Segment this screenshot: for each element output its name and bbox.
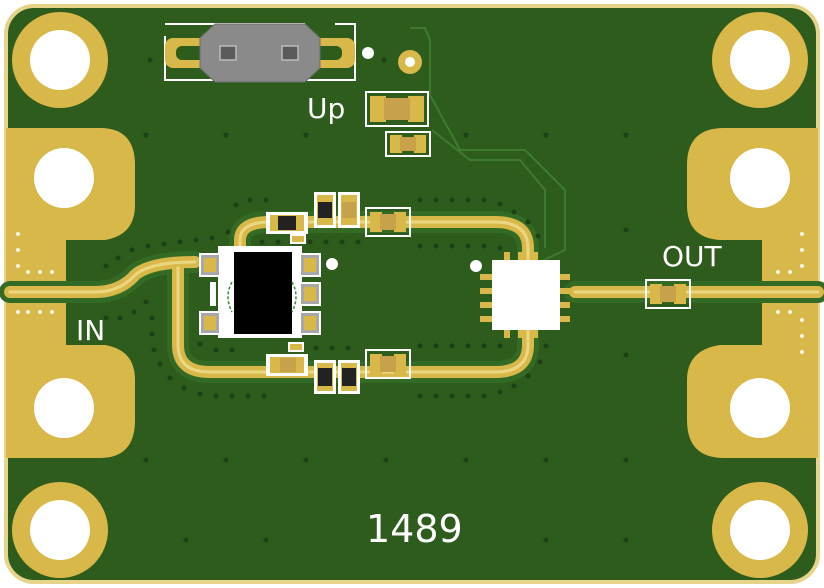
- pin1-marker-amp: [470, 260, 482, 272]
- signal-traces-inner: [410, 27, 566, 263]
- capacitor-bottom-series: [365, 349, 411, 379]
- splitter-ic: [199, 246, 321, 338]
- test-point[interactable]: [398, 50, 422, 74]
- resistor-bottom-vertical-2: [338, 360, 360, 394]
- resistor-top-left: [266, 212, 308, 234]
- capacitor-top-vertical-2: [338, 192, 360, 228]
- pin1-marker: [326, 258, 338, 270]
- mounting-hole-top-left: [12, 12, 108, 108]
- amplifier-ic: [480, 252, 570, 338]
- capacitor-bottom-left: [266, 354, 308, 376]
- label-up: Up: [307, 92, 345, 125]
- mounting-hole-bottom-left: [12, 482, 108, 578]
- capacitor-top-series: [365, 207, 411, 237]
- jumper-header[interactable]: [164, 23, 356, 83]
- ic-ground-vias: [288, 234, 306, 352]
- sma-connector-out-pad: [687, 128, 818, 458]
- output-capacitor: [645, 279, 691, 309]
- connector-edge-vias: [16, 232, 804, 354]
- silkscreen-dot: [362, 47, 374, 59]
- label-in: IN: [76, 314, 105, 347]
- sma-connector-in-pad: [6, 128, 135, 458]
- label-out: OUT: [662, 240, 723, 273]
- label-part-number: 1489: [366, 507, 463, 551]
- mounting-hole-bottom-right: [712, 482, 808, 578]
- mounting-hole-top-right: [712, 12, 808, 108]
- resistor-bottom-vertical-1: [314, 360, 336, 394]
- resistor-top-vertical-1: [314, 192, 336, 228]
- capacitor-c1: [365, 91, 429, 127]
- capacitor-c2: [385, 131, 431, 157]
